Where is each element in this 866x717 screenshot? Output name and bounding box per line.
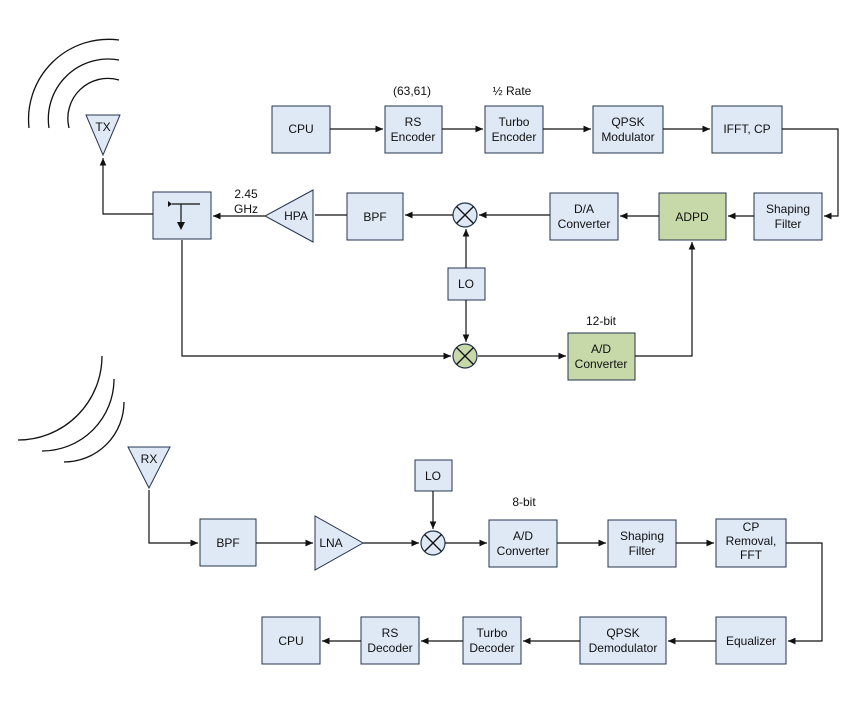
tx-lo-label: LO [458,277,474,291]
rx-bpf-block: BPF [199,518,257,567]
frequency-annotation-line1: 2.45 [234,187,258,201]
tx-bpf-label: BPF [363,210,386,224]
rs-code-annotation: (63,61) [393,84,431,98]
adpd-label: ADPD [675,210,709,224]
ifft-cp-block: IFFT, CP [711,105,783,154]
directional-coupler-block [152,191,212,240]
rx-lo-label: LO [425,469,441,483]
rx-connections [148,490,823,645]
tx-cpu-block: CPU [271,105,331,154]
coupler-left-arrow-icon [168,201,172,207]
frequency-annotation-line2: GHz [234,202,258,216]
lna-label: LNA [319,536,342,550]
lna-amplifier-icon [314,515,365,571]
coupler-down-arrow-icon [177,222,185,230]
rx-adc-bits-annotation: 8-bit [512,495,536,509]
tx-cpu-label: CPU [288,122,313,136]
lna-amplifier: LNA [314,515,365,571]
rx-cpu-label: CPU [278,634,303,648]
rx-lo-block: LO [414,459,453,492]
feedback-mixer [452,343,478,369]
hpa-amplifier-icon [263,189,314,243]
tx-antenna: TX [85,114,121,157]
rx-mixer [420,530,446,556]
tx-connections [99,125,839,360]
rx-bpf-label: BPF [216,536,239,550]
ifft-cp-label: IFFT, CP [723,122,770,136]
equalizer-block: Equalizer [715,616,787,665]
tx-adc-bits-annotation: 12-bit [586,314,617,328]
rx-cpu-block: CPU [261,616,321,665]
rx-antenna-label: RX [141,452,158,466]
hpa-label: HPA [284,209,308,223]
rx-antenna: RX [127,446,171,490]
tx-antenna-icon [85,114,121,157]
hpa-amplifier: HPA [263,189,314,243]
adpd-block: ADPD [658,192,727,241]
tx-bpf-block: BPF [346,192,404,241]
turbo-rate-annotation: ½ Rate [493,84,532,98]
tx-mixer [452,202,478,228]
tx-lo-block: LO [447,267,486,301]
equalizer-label: Equalizer [726,634,776,648]
tx-radio-waves-icon [27,38,120,129]
tx-antenna-label: TX [95,120,110,134]
rx-radio-waves-icon [17,355,125,463]
rx-antenna-icon [127,446,171,490]
